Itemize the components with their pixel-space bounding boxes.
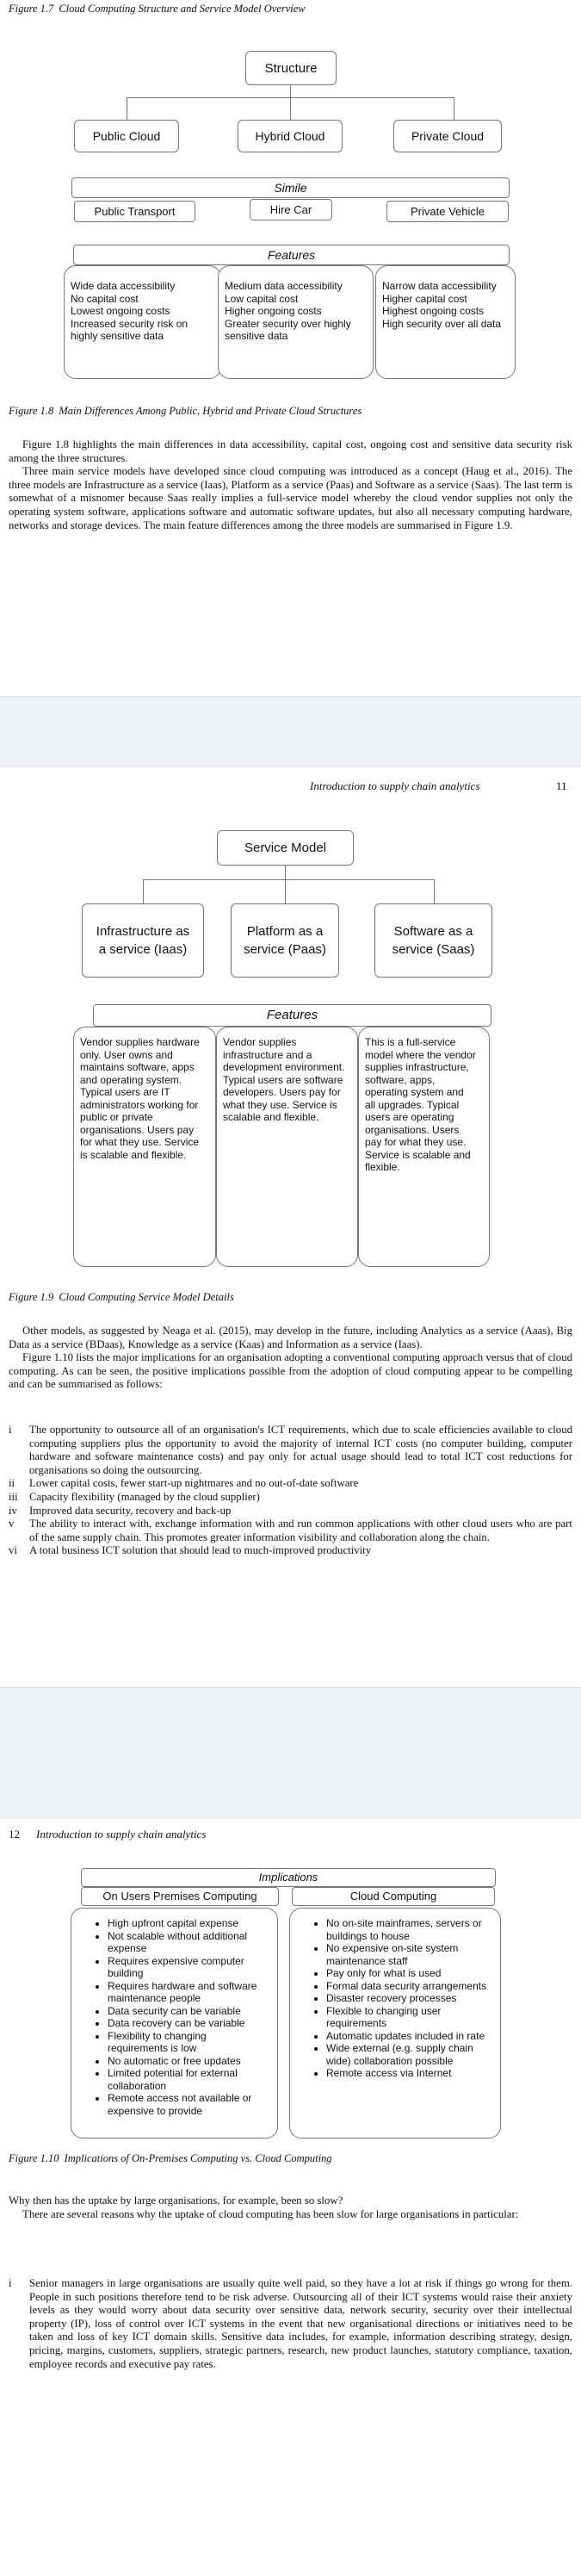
page-number: 12 [9,1828,20,1840]
on-premises-list: High upfront capital expenseNot scalable… [96,1917,269,2117]
connector [285,879,287,903]
paragraph: Other models, as suggested by Neaga et a… [9,1325,572,1350]
feature-col-saas: This is a full-service model where the v… [358,1027,490,1267]
features-bar: Features [73,245,510,265]
feature-col-public: Wide data accessibility No capital cost … [64,265,221,379]
simile-public-transport: Public Transport [74,201,195,222]
list-item: Not scalable without additional expense [108,1930,269,1955]
list-item: Flexibility to changing requirements is … [108,2030,269,2055]
connector [285,866,287,879]
list-item: Flexible to changing user requirements [326,2005,490,2030]
list-item: Requires expensive computer building [108,1955,269,1980]
list-item: Limited potential for external collabora… [108,2067,269,2092]
connector [143,879,145,903]
list-item: High upfront capital expense [108,1917,269,1930]
list-item: No on-site mainframes, servers or buildi… [326,1917,490,1942]
list-item: Requires hardware and software maintenan… [108,1980,269,2005]
features-bar: Features [93,1004,491,1027]
saas-box: Software as a service (Saas) [374,903,492,978]
paragraph: There are several reasons why the uptake… [22,2207,519,2220]
feature-col-hybrid: Medium data accessibility Low capital co… [218,265,374,379]
page-number: 11 [556,779,567,792]
list-item: No expensive on-site system maintenance … [326,1942,490,1967]
feature-col-iaas: Vendor supplies hardware only. User owns… [73,1027,216,1267]
connector [143,879,435,881]
paas-box: Platform as a service (Paas) [231,903,339,978]
body-text-3: Why then has the uptake by large organis… [9,2194,572,2221]
on-premises-box: High upfront capital expenseNot scalable… [71,1908,278,2138]
running-header: Introduction to supply chain analytics [36,1828,207,1840]
list-item: No automatic or free updates [108,2055,269,2068]
page-gap [0,1687,581,1820]
page-gap [0,696,581,768]
list-item: Wide external (e.g. supply chain wide) c… [326,2042,490,2067]
running-header: Introduction to supply chain analytics [310,779,480,792]
connector [290,85,292,97]
structure-box: Structure [245,51,337,85]
body-text-1: Figure 1.8 highlights the main differenc… [9,438,572,532]
public-cloud-box: Public Cloud [74,120,179,152]
body-text-2: Other models, as suggested by Neaga et a… [9,1325,572,1392]
col2-title: Cloud Computing [292,1887,495,1906]
connector [290,97,292,120]
service-model-box: Service Model [217,830,354,866]
paragraph: Three main service models have developed… [9,465,572,531]
paragraph: Figure 1.8 highlights the main differenc… [9,438,572,464]
paragraph: Figure 1.10 lists the major implications… [9,1351,572,1391]
cloud-box: No on-site mainframes, servers or buildi… [289,1908,501,2138]
simile-hire-car: Hire Car [250,199,332,220]
list-item: Pay only for what is used [326,1967,490,1980]
list-item: Data security can be variable [108,2005,269,2018]
hybrid-cloud-box: Hybrid Cloud [238,120,343,152]
cloud-list: No on-site mainframes, servers or buildi… [314,1917,490,2080]
list-item: Remote access not available or expensive… [108,2092,269,2117]
list-item: Disaster recovery processes [326,1992,490,2005]
simile-bar: Simile [71,177,510,198]
iaas-box: Infrastructure as a service (Iaas) [82,903,204,978]
feature-col-private: Narrow data accessibility Higher capital… [375,265,516,379]
simile-private-vehicle: Private Vehicle [386,201,509,222]
list-item: Automatic updates included in rate [326,2030,490,2043]
col1-title: On Users Premises Computing [81,1887,279,1906]
feature-col-paas: Vendor supplies infrastructure and a dev… [216,1027,358,1267]
list-item: Remote access via Internet [326,2067,490,2080]
private-cloud-box: Private Cloud [393,120,502,152]
list-item: Formal data security arrangements [326,1980,490,1993]
connector [434,879,436,903]
implications-bar: Implications [81,1868,496,1887]
paragraph: Why then has the uptake by large organis… [9,2194,343,2207]
list-item: Data recovery can be variable [108,2017,269,2030]
